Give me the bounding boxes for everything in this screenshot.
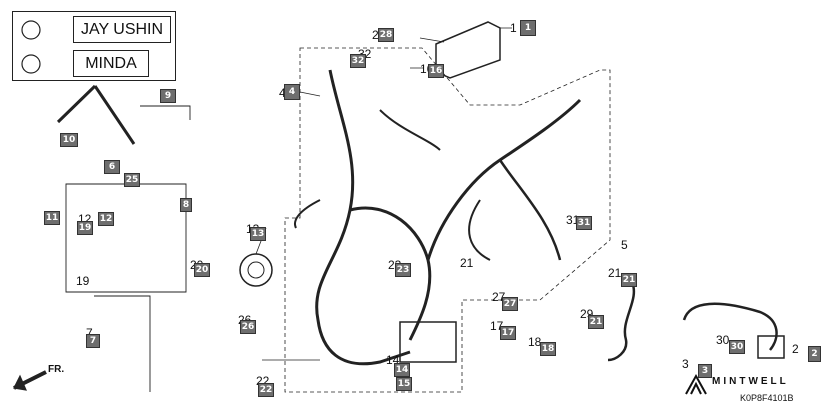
badge-32[interactable]: 32 [350, 54, 366, 68]
badge-3[interactable]: 3 [698, 364, 712, 378]
brand-jay-ushin: JAY USHIN [73, 16, 171, 43]
badge-4[interactable]: 4 [284, 84, 300, 100]
horn [239, 253, 273, 287]
logo-text: MINTWELL [712, 376, 789, 387]
brand-minda: MINDA [73, 50, 149, 77]
main-harness [315, 69, 411, 366]
badge-12[interactable]: 12 [98, 212, 114, 226]
badge-10[interactable]: 10 [60, 133, 78, 147]
callout-num-7: 7 [86, 326, 93, 340]
badge-19[interactable]: 19 [77, 221, 93, 235]
badge-23[interactable]: 23 [395, 263, 411, 277]
badge-26[interactable]: 26 [240, 320, 256, 334]
badge-8[interactable]: 8 [180, 198, 192, 212]
badge-17[interactable]: 17 [500, 326, 516, 340]
callout-num-21: 21 [608, 266, 622, 280]
brand-key-icons [21, 20, 41, 74]
callout-num-4: 4 [279, 86, 286, 100]
badge-21[interactable]: 21 [621, 273, 637, 287]
callout-num-30: 30 [716, 333, 730, 347]
callout-num-1: 1 [510, 21, 517, 35]
badge-14[interactable]: 14 [394, 363, 410, 377]
callout-num-21-b: 21 [460, 256, 474, 270]
badge-15[interactable]: 15 [396, 377, 412, 391]
badge-2[interactable]: 2 [808, 346, 821, 362]
ecu-unit [435, 21, 501, 79]
badge-31[interactable]: 31 [576, 216, 592, 230]
badge-13[interactable]: 13 [250, 227, 266, 241]
key-set-frame [140, 105, 191, 120]
badge-16[interactable]: 16 [428, 64, 444, 78]
fuse-box [399, 321, 457, 363]
callout-num-2: 2 [792, 342, 799, 356]
badge-29[interactable]: 21 [588, 315, 604, 329]
badge-25[interactable]: 25 [124, 173, 140, 187]
badge-27[interactable]: 27 [502, 297, 518, 311]
badge-28[interactable]: 28 [378, 28, 394, 42]
lock-group-frame [65, 183, 187, 293]
side-harness [607, 281, 636, 362]
badge-22[interactable]: 22 [258, 383, 274, 397]
diagram-code: K0P8F4101B [740, 393, 794, 403]
callout-num-19: 19 [76, 274, 90, 288]
badge-9[interactable]: 9 [160, 89, 176, 103]
badge-11[interactable]: 11 [44, 211, 60, 225]
badge-30[interactable]: 30 [729, 340, 745, 354]
harness-frame [284, 47, 611, 393]
lower-lock-frame [94, 295, 151, 392]
mintwell-logo-icon [685, 373, 707, 395]
brand-legend: JAY USHIN MINDA [12, 11, 176, 81]
badge-1[interactable]: 1 [520, 20, 536, 36]
callout-num-5: 5 [621, 238, 628, 252]
callout-num-3: 3 [682, 357, 689, 371]
badge-6[interactable]: 6 [104, 160, 120, 174]
callout-num-18: 18 [528, 335, 542, 349]
badge-18[interactable]: 18 [540, 342, 556, 356]
front-direction-label: FR. [48, 364, 65, 375]
badge-20[interactable]: 20 [194, 263, 210, 277]
badge-7[interactable]: 7 [86, 334, 100, 348]
